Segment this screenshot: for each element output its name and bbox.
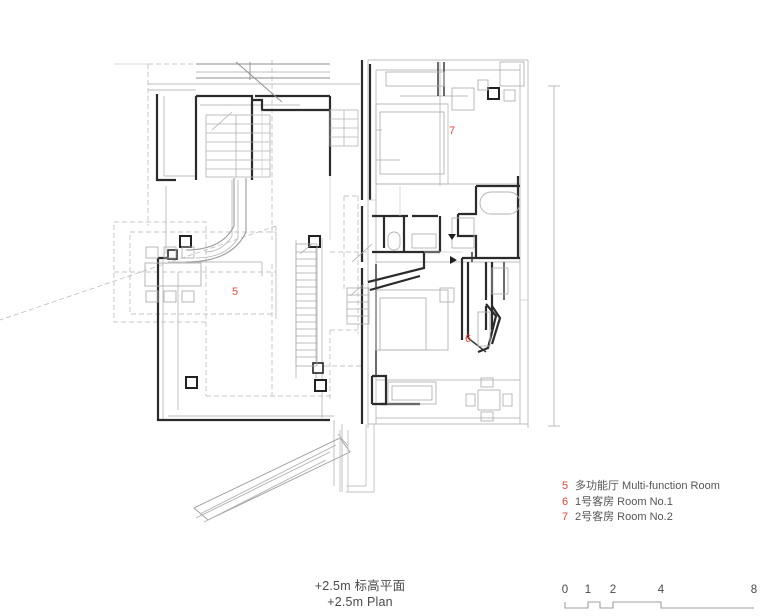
- plan-caption: +2.5m 标高平面 +2.5m Plan: [230, 578, 490, 610]
- room-tag-7: 7: [448, 125, 456, 137]
- light-wall-lines: [148, 59, 529, 492]
- legend-number: 7: [562, 511, 569, 523]
- legend-item-5: 5 多功能厅 Multi-function Room: [562, 479, 720, 495]
- scale-label-1: 1: [584, 584, 592, 596]
- stair-main: [295, 243, 318, 367]
- scale-label-4: 4: [657, 584, 665, 596]
- legend-item-7: 7 2号客房 Room No.2: [562, 510, 720, 526]
- legend-label: 1号客房 Room No.1: [575, 495, 673, 508]
- dimension-bracket: [548, 85, 560, 427]
- curved-wall: [185, 178, 247, 263]
- exterior-path-lines: [339, 424, 375, 493]
- plan-caption-en: +2.5m Plan: [327, 595, 393, 609]
- legend-number: 5: [562, 480, 569, 492]
- heavy-walls-right: [360, 60, 520, 424]
- legend-label: 多功能厅 Multi-function Room: [575, 480, 720, 492]
- stair-secondary: [346, 243, 373, 325]
- stair-top-right: [329, 109, 359, 147]
- scale-bar-graphic: [564, 601, 754, 609]
- stair-upper-left: [205, 111, 271, 178]
- direction-triangles: [448, 234, 457, 264]
- room-tag-5: 5: [231, 286, 239, 298]
- scale-label-8: 8: [750, 584, 758, 596]
- room7-furniture: [375, 61, 525, 251]
- legend-number: 6: [562, 495, 569, 508]
- scale-bar: 0 1 2 4 8: [560, 584, 758, 614]
- scale-label-2: 2: [609, 584, 617, 596]
- room-tag-6: 6: [464, 333, 472, 345]
- scale-label-0: 0: [561, 584, 569, 596]
- structural-columns: [167, 87, 500, 392]
- heavy-walls-left: [155, 94, 332, 422]
- misc-detail-lines: [114, 63, 528, 301]
- legend-item-6: 6 1号客房 Room No.1: [562, 495, 720, 511]
- plan-caption-cn: +2.5m 标高平面: [314, 579, 406, 593]
- exterior-ramp: [193, 433, 351, 523]
- dining-furniture: [144, 246, 202, 303]
- legend: 5 多功能厅 Multi-function Room 6 1号客房 Room N…: [562, 479, 720, 526]
- entry-direction-arrow: [196, 61, 330, 103]
- room6-furniture: [375, 267, 513, 422]
- legend-label: 2号客房 Room No.2: [575, 511, 673, 523]
